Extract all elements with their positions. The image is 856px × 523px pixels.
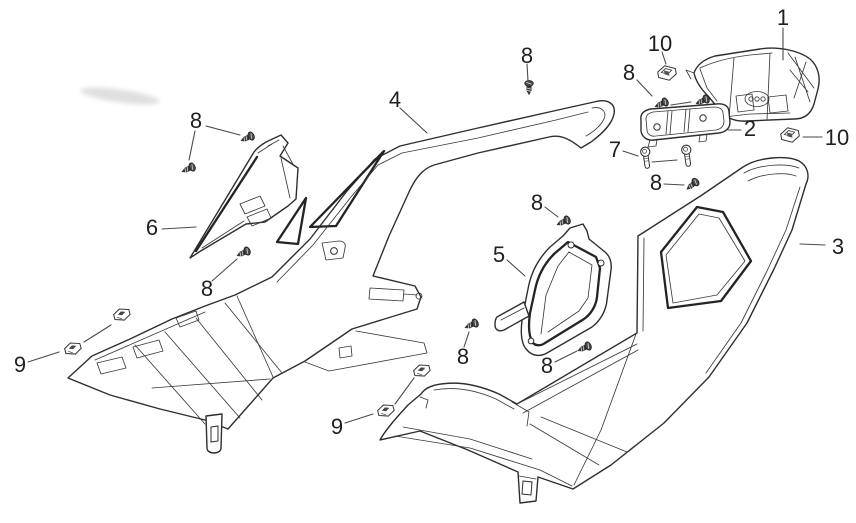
callout-4: 4 (389, 87, 401, 112)
callout-8-below-6: 8 (201, 276, 213, 301)
left-inner-cover-outline (189, 134, 299, 259)
callout-2: 2 (744, 116, 756, 141)
right-side-panel-outline (379, 156, 809, 504)
screw-icon (234, 245, 253, 261)
bolt-icon (639, 146, 653, 170)
right-inner-cover-details (494, 241, 605, 345)
callout-9-left: 9 (14, 352, 26, 377)
callout-8-left: 8 (190, 108, 202, 133)
push-clip-icon (412, 362, 432, 379)
screw-icon (524, 80, 534, 95)
screw-icon (238, 130, 257, 146)
callout-1: 1 (777, 5, 789, 30)
left-panel-window-lower (275, 196, 308, 246)
left-inner-cover (189, 134, 299, 259)
tail-light-details (685, 52, 815, 121)
callout-7: 7 (609, 137, 621, 162)
square-clip-icon (779, 125, 801, 145)
screw-icon (683, 176, 701, 193)
left-side-panel-outline (67, 100, 615, 430)
push-clip-icon (112, 306, 132, 323)
screw-icon (575, 340, 594, 356)
callout-9-bottom: 9 (331, 414, 343, 439)
callout-10-top: 10 (648, 31, 672, 56)
screw-icon (179, 161, 198, 177)
callout-6: 6 (146, 215, 158, 240)
watermark-smudge (80, 87, 160, 105)
left-inner-cover-details (201, 139, 295, 249)
mount-bracket (640, 103, 731, 148)
push-clip-icon (376, 402, 396, 419)
left-side-panel (67, 100, 615, 454)
left-panel-window-upper (308, 149, 386, 229)
right-panel-detail-lines (394, 164, 801, 496)
callout-8-top-right: 8 (623, 60, 635, 85)
callout-8-above-5: 8 (531, 190, 543, 215)
bolt-icon (680, 144, 694, 168)
callout-8-bracket: 8 (650, 170, 662, 195)
push-clip-icon (63, 340, 83, 357)
callout-5: 5 (493, 242, 505, 267)
right-panel-window (659, 205, 753, 310)
callout-8-below-5-left: 8 (457, 344, 469, 369)
mount-bracket-details (645, 106, 725, 148)
callout-10-right: 10 (825, 125, 849, 150)
callouts: 1 10 8 2 10 7 8 8 4 8 6 8 8 5 8 8 3 9 9 (14, 5, 849, 439)
callout-8-top-center: 8 (521, 43, 533, 68)
screw-icon (462, 317, 481, 333)
right-side-panel (379, 156, 809, 504)
left-panel-detail-lines (94, 107, 606, 454)
right-inner-cover (494, 223, 612, 357)
callout-8-below-5-right: 8 (541, 353, 553, 378)
leader-lines (27, 27, 826, 424)
callout-3: 3 (832, 234, 844, 259)
square-clip-icon (656, 63, 678, 83)
